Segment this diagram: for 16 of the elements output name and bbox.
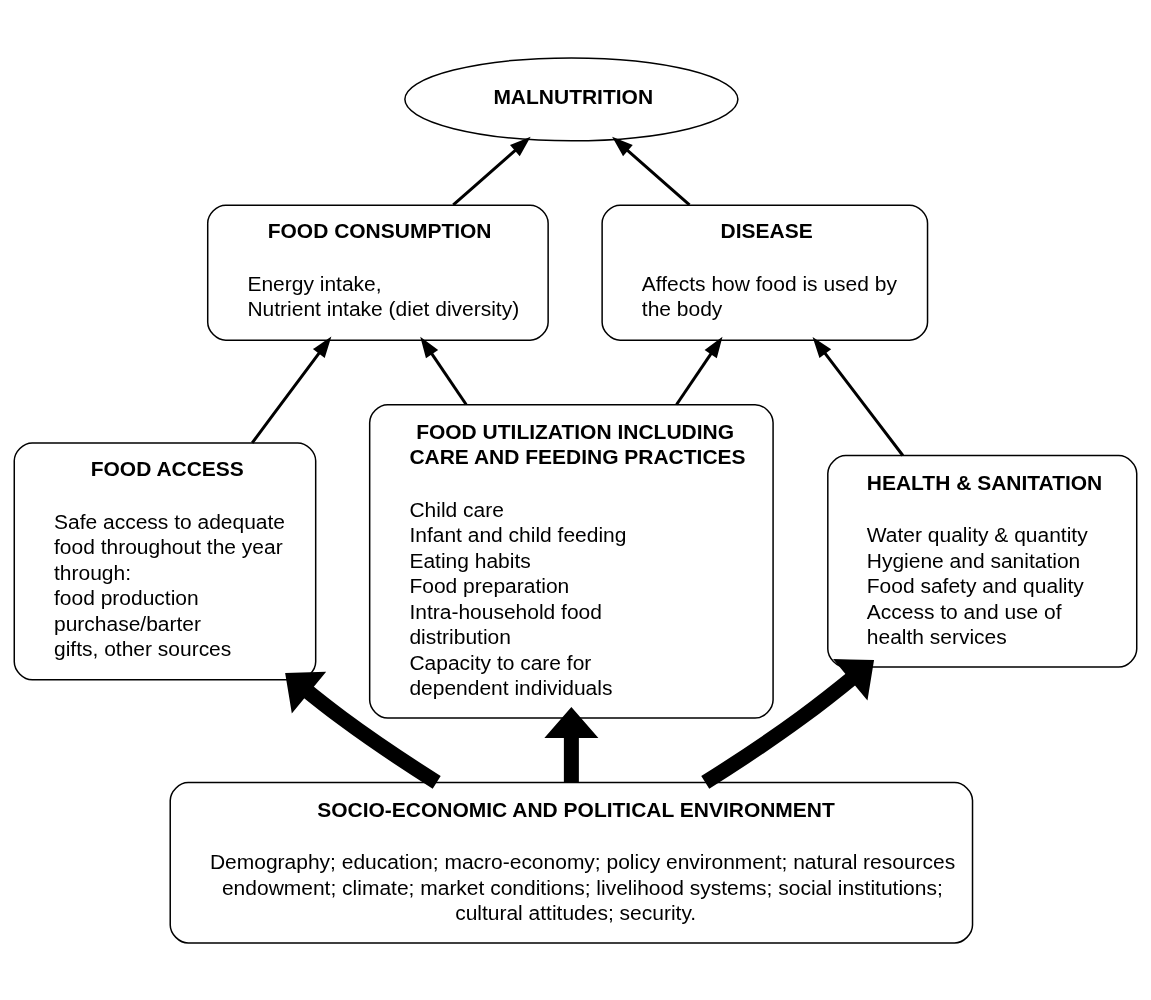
node-ellipse: MALNUTRITION — [404, 56, 739, 142]
node-box: SOCIO-ECONOMIC AND POLITICAL ENVIRONMENT Demography; education; macro-economy; policy environment; natural resources endowment; climate; market conditions; livelihood systems; social institutions; cultural attitudes; security. — [169, 781, 974, 944]
node-box: FOOD CONSUMPTION Energy intake, Nutrient intake (diet diversity) — [206, 203, 549, 341]
node-box: HEALTH & SANITATION Water quality & quantity Hygiene and sanitation Food safety and quality Access to and use of health services — [827, 454, 1138, 668]
arrow — [612, 136, 691, 206]
arrow — [544, 706, 599, 782]
arrow — [251, 336, 332, 444]
node-box: FOOD ACCESS Safe access to adequate food throughout the year through: food production purchase/barter gifts, other sources — [13, 441, 317, 681]
arrow — [452, 136, 531, 206]
arrow — [701, 658, 875, 789]
arrow — [812, 336, 905, 456]
arrow — [420, 336, 468, 405]
node-box: FOOD UTILIZATION INCLUDING CARE AND FEEDING PRACTICES Child care Infant and child feeding Eating habits Food preparation Intra-household food distribution Capacity to care for dependent individuals — [368, 403, 774, 719]
node-box: DISEASE Affects how food is used by the body — [601, 203, 929, 341]
arrow — [285, 671, 441, 789]
arrow — [675, 336, 723, 405]
